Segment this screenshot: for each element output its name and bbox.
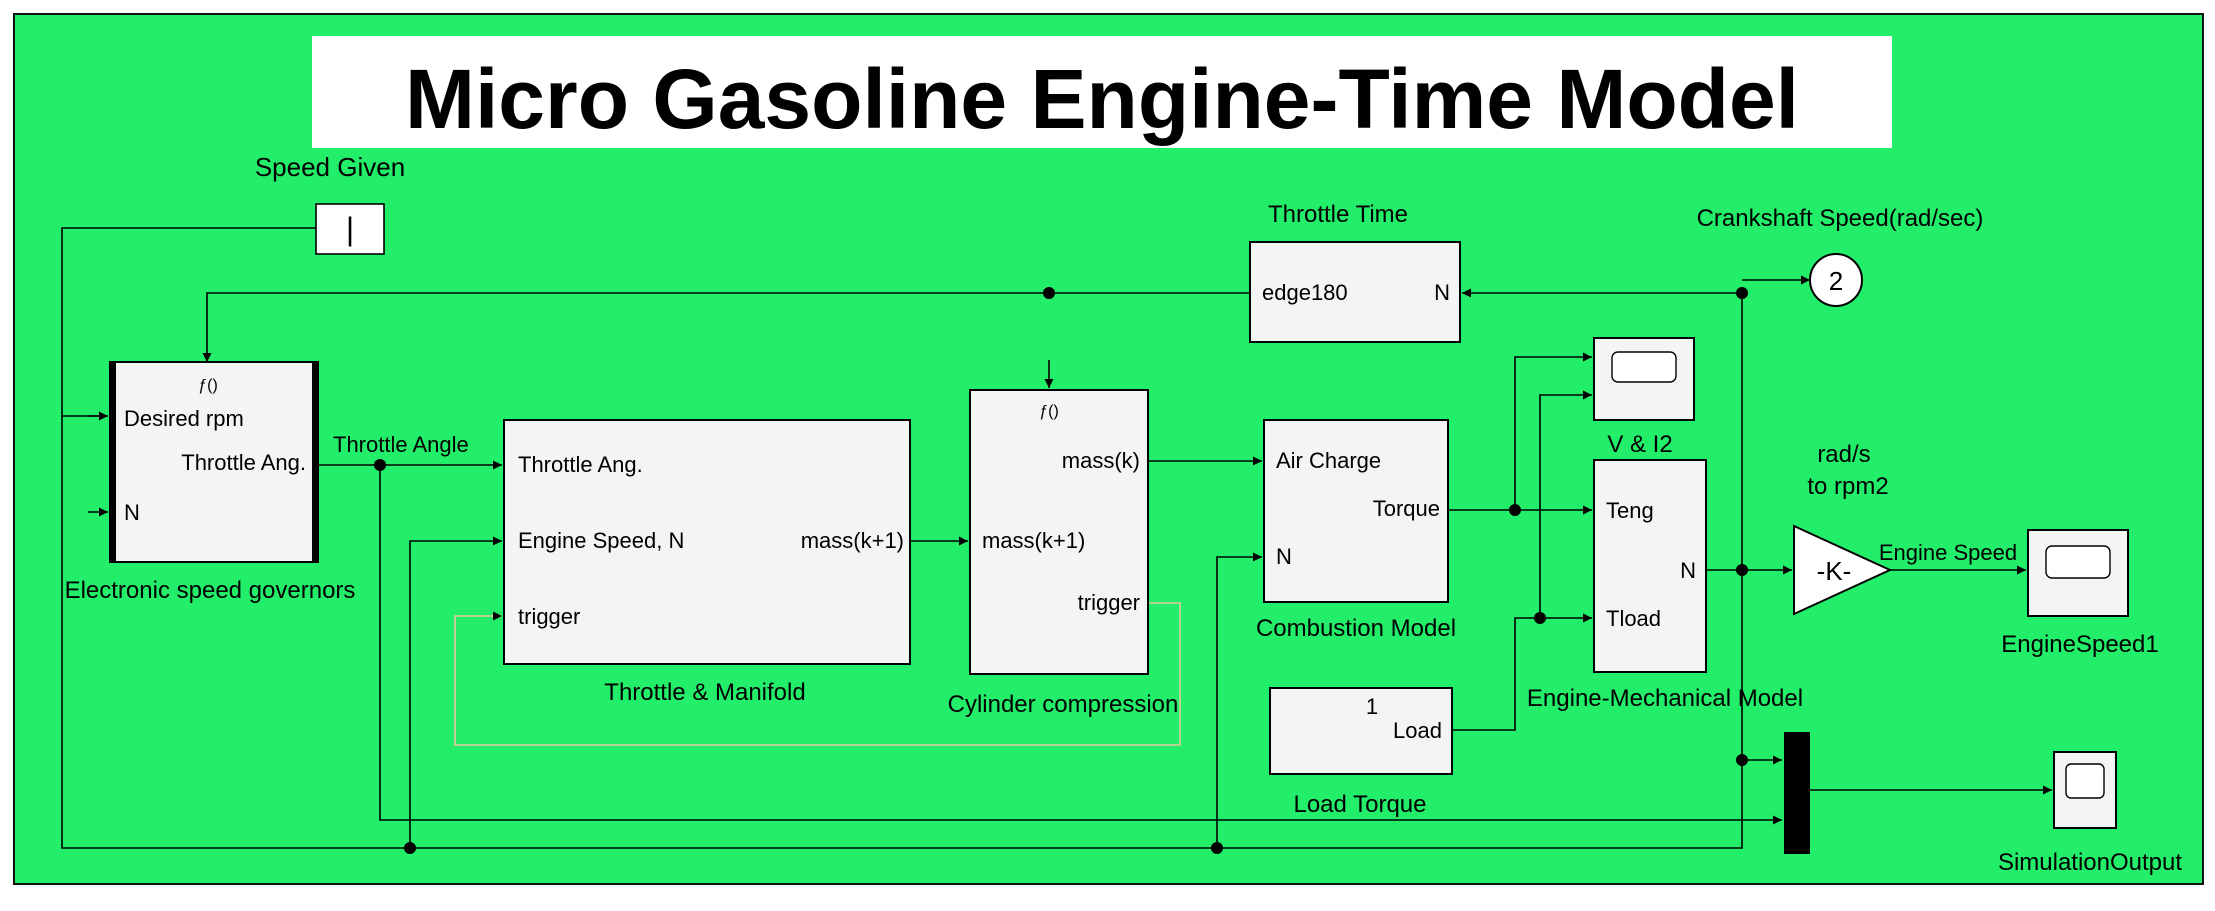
page-title: Micro Gasoline Engine-Time Model <box>405 52 1799 146</box>
load-torque-out1: Load <box>1393 718 1442 743</box>
engine-mechanical-out1: N <box>1680 558 1696 583</box>
cylinder-compression-block[interactable]: ƒ() mass(k) mass(k+1) trigger Cylinder c… <box>948 389 1179 718</box>
engine-mechanical-block[interactable]: Teng N Tload Engine-Mechanical Model <box>1527 459 1803 712</box>
cylinder-badge: ƒ() <box>1039 403 1059 420</box>
combustion-out1: Torque <box>1373 496 1440 521</box>
throttle-time-label: Throttle Time <box>1268 201 1408 228</box>
speed-given-glyph: | <box>346 211 354 247</box>
engine-speed1-label: EngineSpeed1 <box>2001 631 2158 658</box>
crankshaft-port[interactable]: Crankshaft Speed(rad/sec) 2 <box>1697 205 1984 307</box>
junction-dots <box>374 287 1748 854</box>
throttle-manifold-label: Throttle & Manifold <box>604 679 805 706</box>
throttle-manifold-in1: Throttle Ang. <box>518 452 643 477</box>
engine-mechanical-in1: Teng <box>1606 498 1654 523</box>
throttle-manifold-out1: mass(k+1) <box>801 528 904 553</box>
governor-out1: Throttle Ang. <box>181 450 306 475</box>
load-torque-value: 1 <box>1366 694 1378 719</box>
throttle-angle-signal: Throttle Angle <box>333 432 469 457</box>
wire-throttle-time-to-governor <box>202 292 1249 362</box>
wire-n-to-combustion <box>1216 552 1262 848</box>
governor-block[interactable]: ƒ() Desired rpm Throttle Ang. N Electron… <box>65 361 356 604</box>
wire-torque <box>1448 352 1592 511</box>
speed-given-label: Speed Given <box>255 152 405 182</box>
simulation-output-scope[interactable]: SimulationOutput <box>1998 751 2182 876</box>
cylinder-in1: mass(k+1) <box>982 528 1085 553</box>
load-torque-label: Load Torque <box>1293 791 1426 818</box>
throttle-time-in1: edge180 <box>1262 280 1348 305</box>
wire-speed-given <box>61 227 316 421</box>
title-box <box>312 36 1892 148</box>
throttle-manifold-in2: Engine Speed, N <box>518 528 684 553</box>
cylinder-label: Cylinder compression <box>948 691 1179 718</box>
wire-tload-to-vi2 <box>1539 390 1592 618</box>
throttle-manifold-block[interactable]: Throttle Ang. Engine Speed, N trigger ma… <box>503 419 911 706</box>
crankshaft-number: 2 <box>1829 266 1843 296</box>
engine-mechanical-label: Engine-Mechanical Model <box>1527 685 1803 712</box>
combustion-label: Combustion Model <box>1256 615 1456 642</box>
governor-label: Electronic speed governors <box>65 577 356 604</box>
gain-label-line1: rad/s <box>1817 441 1870 468</box>
cylinder-out2: trigger <box>1078 590 1140 615</box>
combustion-block[interactable]: Air Charge Torque N Combustion Model <box>1256 419 1456 642</box>
v-i2-scope[interactable]: V & I2 <box>1593 337 1695 458</box>
load-torque-block[interactable]: 1 Load Load Torque <box>1269 687 1453 818</box>
throttle-manifold-in3: trigger <box>518 604 580 629</box>
governor-badge: ƒ() <box>198 377 218 394</box>
governor-inputs <box>88 415 108 512</box>
throttle-time-out1: N <box>1434 280 1450 305</box>
v-i2-label: V & I2 <box>1607 431 1672 458</box>
governor-in1: Desired rpm <box>124 406 244 431</box>
engine-speed-signal: Engine Speed <box>1879 540 2017 565</box>
combustion-in2: N <box>1276 544 1292 569</box>
wire-load <box>1453 613 1592 731</box>
crankshaft-label: Crankshaft Speed(rad/sec) <box>1697 205 1984 232</box>
cylinder-out1: mass(k) <box>1062 448 1140 473</box>
governor-in2: N <box>124 500 140 525</box>
speed-given-block[interactable]: Speed Given | <box>255 152 405 255</box>
throttle-time-block[interactable]: Throttle Time edge180 N <box>1249 201 1461 343</box>
combustion-in1: Air Charge <box>1276 448 1381 473</box>
wire-n-to-throttle <box>409 536 502 848</box>
gain-label-line2: to rpm2 <box>1807 473 1888 500</box>
gain-block[interactable]: rad/s to rpm2 -K- <box>1793 441 1893 616</box>
engine-mechanical-in2: Tload <box>1606 606 1661 631</box>
wire-throttle-angle-branch <box>379 465 1782 825</box>
mux-bar[interactable] <box>1784 732 1810 854</box>
wire-trigger <box>454 602 1181 746</box>
gain-glyph: -K- <box>1817 556 1852 586</box>
simulation-output-label: SimulationOutput <box>1998 849 2182 876</box>
engine-speed1-scope[interactable]: EngineSpeed1 <box>2001 529 2159 658</box>
